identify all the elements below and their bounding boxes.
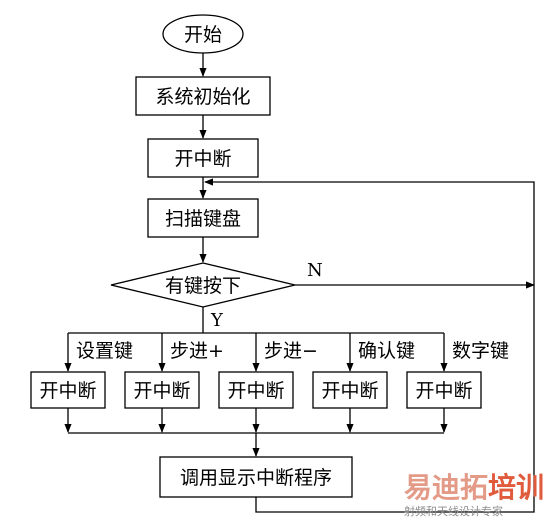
branch-key-2: 步进+ <box>170 340 224 362</box>
watermark-logo: 易迪拓培训 <box>404 471 544 504</box>
branch-key-5: 数字键 <box>452 340 509 362</box>
yes-label: Y <box>210 310 224 331</box>
branch-key-1: 设置键 <box>76 340 133 362</box>
branch-action-1: 开中断 <box>39 380 96 402</box>
loop-back-arrow <box>204 178 535 513</box>
no-label: N <box>307 260 323 281</box>
init-box <box>135 76 271 116</box>
scan-keyboard-label: 扫描键盘 <box>165 208 241 230</box>
display-routine-label: 调用显示中断程序 <box>180 467 332 489</box>
branch-action-3: 开中断 <box>227 380 284 402</box>
branch-action-box-3 <box>218 371 294 409</box>
key-pressed-label: 有键按下 <box>165 275 241 297</box>
watermark: 易迪拓培训 射频和天线设计专家 <box>404 471 544 518</box>
branch-action-5: 开中断 <box>415 380 472 402</box>
branch-action-2: 开中断 <box>133 380 190 402</box>
branch-key-4: 确认键 <box>358 340 415 362</box>
start-label: 开始 <box>184 24 222 46</box>
branch-key-3: 步进− <box>264 340 318 362</box>
scan-keyboard-box <box>147 198 259 238</box>
branch-action-box-4 <box>312 371 388 409</box>
display-routine-box <box>159 456 353 498</box>
branch-action-4: 开中断 <box>321 380 378 402</box>
init-label: 系统初始化 <box>155 86 250 108</box>
watermark-subtitle: 射频和天线设计专家 <box>404 504 503 518</box>
enable-interrupt-label: 开中断 <box>174 148 231 170</box>
branch-action-box-2 <box>124 371 200 409</box>
